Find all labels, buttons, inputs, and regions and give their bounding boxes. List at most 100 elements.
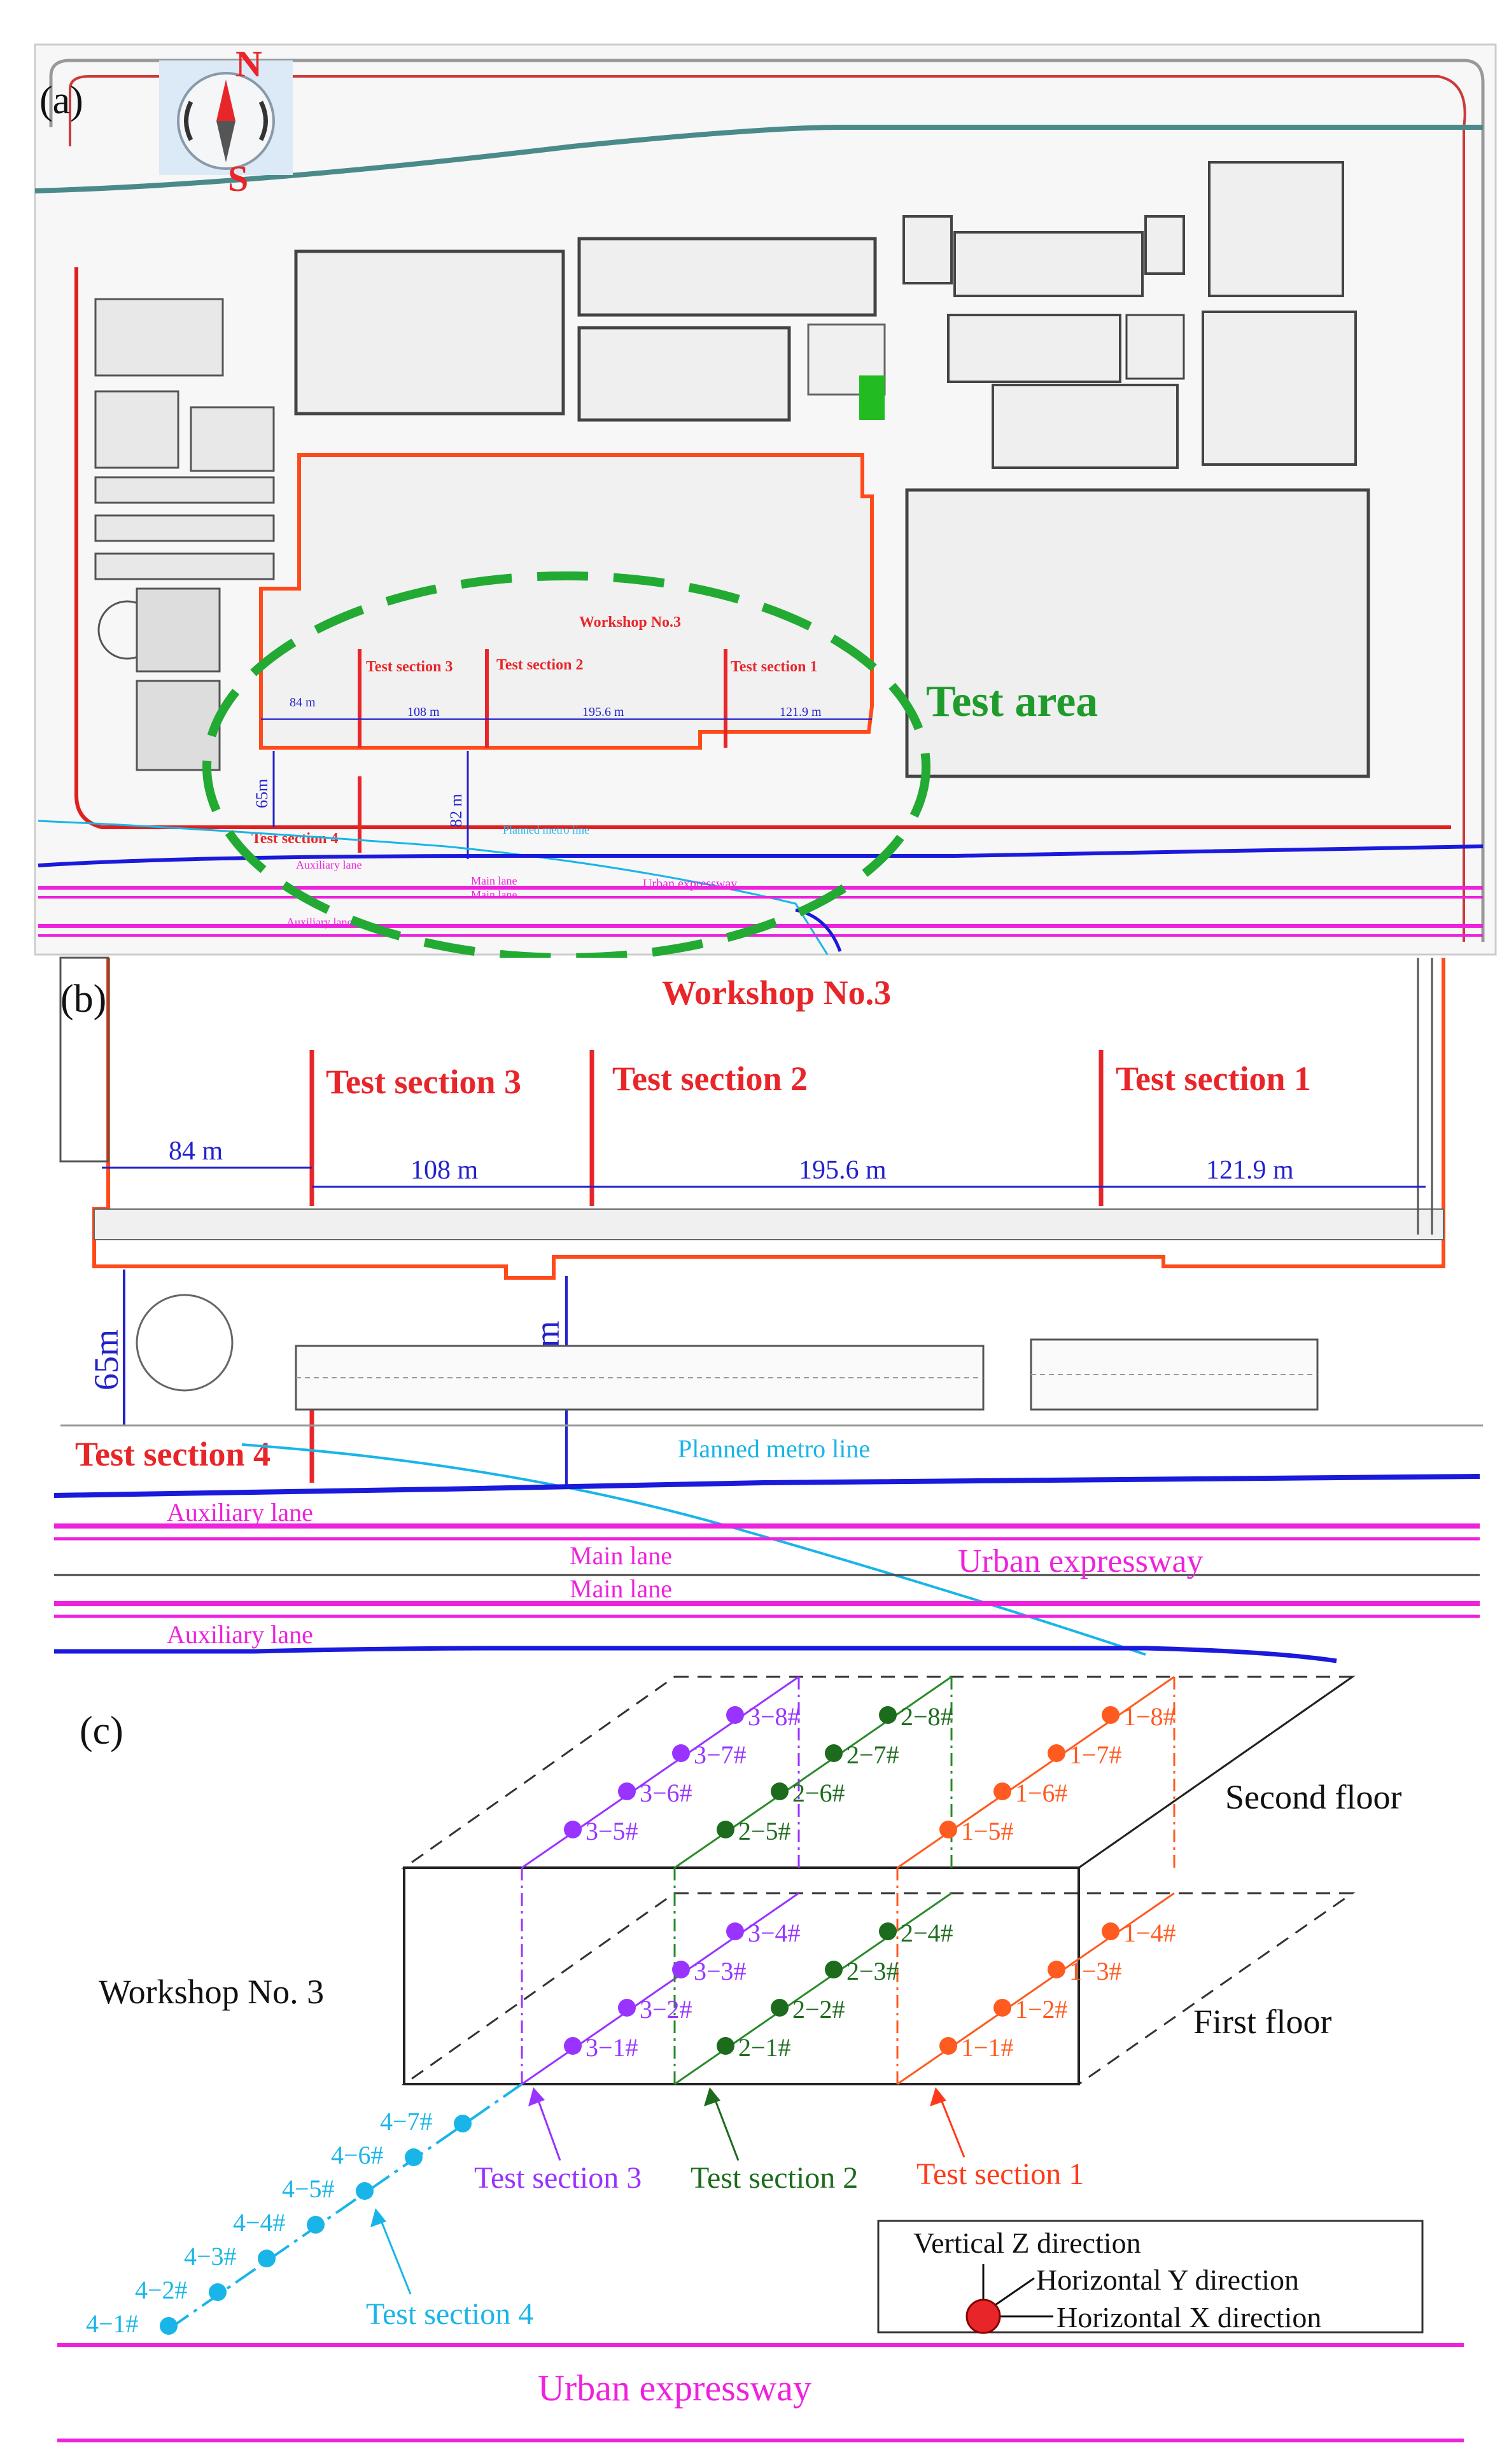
building [294,249,565,416]
section-3-caption: Test section 3 [474,2161,642,2195]
building [94,390,179,469]
measurement-point [717,2037,734,2055]
measurement-point [405,2148,423,2166]
measurement-point [771,1999,789,2017]
measurement-point-label: 4−2# [135,2276,188,2304]
measurement-point [258,2250,276,2267]
panel-tag: (b) [60,977,106,1021]
panel-tag: (c) [80,1709,123,1753]
measurement-point [726,1922,744,1940]
measurement-point-label: 1−4# [1123,1919,1176,1947]
section-1-label: Test section 1 [1116,1060,1311,1098]
dim-1219: 121.9 m [780,705,822,719]
building [1125,314,1185,380]
measurement-point-label: 3−1# [586,2033,638,2062]
measurement-point-label: 3−6# [640,1779,692,1807]
measurement-points: 3−1#3−2#3−3#3−4#3−5#3−6#3−7#3−8#2−1#2−2#… [86,1702,1176,2338]
measurement-point [993,1999,1011,2017]
measurement-point-label: 3−7# [694,1740,747,1769]
measurement-point [672,1744,690,1762]
measurement-point [618,1782,636,1800]
building [905,488,1370,778]
dim-1956: 195.6 m [799,1156,887,1185]
section-3-arrow [535,2093,561,2161]
section-3-label: Test section 3 [326,1063,521,1101]
court [136,680,221,771]
side-wall [1417,958,1433,1235]
metro-line [38,820,829,955]
measurement-point-label: 1−6# [1015,1779,1068,1807]
section-2-label: Test section 2 [612,1060,808,1098]
measurement-point-label: 1−2# [1015,1995,1068,2024]
measurement-point [454,2115,472,2132]
measurement-point [939,2037,957,2055]
aux-lane-label: Auxiliary lane [286,916,352,928]
building [190,406,275,472]
measurement-point [939,1821,957,1838]
site-boundary-south [74,267,1451,829]
test-area-label: Test area [926,677,1098,726]
section-1-arrowhead [930,2087,946,2106]
legend-vertical: Vertical Z direction [913,2227,1141,2259]
measurement-point [160,2317,178,2335]
measurement-point-label: 4−1# [86,2309,139,2338]
building [94,552,275,580]
legend-sensor-icon [965,2299,1001,2334]
measurement-point-label: 3−2# [640,1995,692,2024]
building [992,384,1179,469]
measurement-point-label: 1−8# [1123,1702,1176,1731]
panel-tag: (a) [39,79,83,122]
section-1-arrow [937,2093,965,2158]
measurement-point-label: 4−6# [331,2141,384,2169]
blue-road [53,1474,1480,1498]
building [953,231,1144,297]
measurement-point-label: 2−8# [901,1702,953,1731]
dim-108: 108 m [407,705,440,719]
panel-b: Workshop No.3 Test section 3 Test sectio… [35,956,1496,1663]
measurement-point [717,1821,734,1838]
measurement-point-label: 3−5# [586,1817,638,1845]
measurement-point [1048,1961,1065,1978]
building [577,326,791,422]
measurement-point [879,1922,897,1940]
measurement-point [825,1961,843,1978]
section-1-label: Test section 1 [731,659,817,675]
dim-65: 65m [253,779,271,808]
dim-1956: 195.6 m [582,705,624,719]
compass-south: S [228,158,248,199]
building [94,298,224,377]
dim-84: 84 m [169,1137,223,1166]
building [1144,215,1185,275]
legend-horizontal-y: Horizontal Y direction [1036,2264,1299,2296]
measurement-point [1102,1706,1119,1724]
workshop-title: Workshop No.3 [662,974,891,1012]
building [947,314,1121,383]
expressway-label: Urban expressway [958,1543,1204,1579]
second-floor-label: Second floor [1225,1778,1401,1816]
first-floor-plane [401,1892,1356,2085]
measurement-point [564,1821,582,1838]
aux-lane-label: Auxiliary lane [296,858,361,871]
workshop-box [403,1866,1080,2085]
dim-84: 84 m [290,696,316,710]
measurement-point [993,1782,1011,1800]
section-2-arrow [712,2093,740,2161]
court [136,587,221,673]
building [1208,161,1344,297]
second-floor-plane [401,1676,1356,1869]
workshop-label: Workshop No. 3 [99,1973,324,2011]
measurement-point-label: 2−2# [792,1995,845,2024]
metro-label: Planned metro line [503,823,589,836]
measurement-point [879,1706,897,1724]
panel-c: (c) 3−1#3−2#3−3#3− [57,1676,1464,2442]
measurement-point [209,2283,227,2301]
measurement-point [672,1961,690,1978]
expressway-label: Urban expressway [538,2367,811,2409]
measurement-point-label: 2−6# [792,1779,845,1807]
panel-a: Workshop No.3 Test section 3 Test sectio… [34,43,1497,962]
measurement-point [564,2037,582,2055]
measurement-point-label: 1−3# [1069,1957,1122,1985]
main-lane-label: Main lane [570,1541,672,1570]
side-building [59,956,109,1163]
